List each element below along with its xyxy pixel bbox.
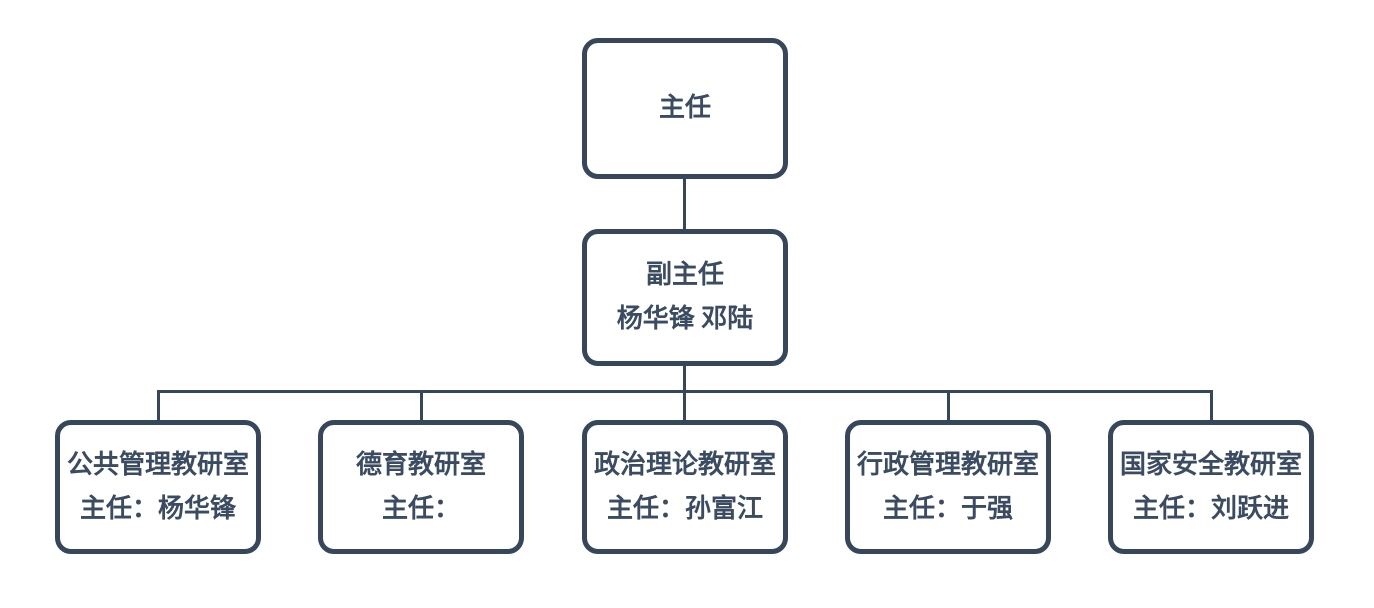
node-director: 主任	[582, 38, 788, 179]
dept-title: 行政管理教研室	[856, 449, 1039, 479]
node-moral-education-office: 德育教研室 主任：	[318, 420, 524, 554]
connector-drop-moral-education	[420, 390, 423, 421]
connector-drop-administrative-management	[947, 390, 950, 421]
connector-director-deputy	[683, 179, 686, 229]
dept-head: 主任：孙富江	[606, 493, 763, 523]
connector-horizontal-bus	[157, 390, 1213, 393]
dept-head: 主任：杨华锋	[79, 493, 236, 523]
dept-title: 政治理论教研室	[593, 449, 776, 479]
connector-deputy-bus	[683, 366, 686, 421]
dept-title: 德育教研室	[355, 449, 486, 479]
dept-head: 主任：刘跃进	[1132, 493, 1289, 523]
node-national-security-office: 国家安全教研室 主任：刘跃进	[1108, 420, 1314, 554]
node-public-management-office: 公共管理教研室 主任：杨华锋	[55, 420, 261, 554]
node-political-theory-office: 政治理论教研室 主任：孙富江	[582, 420, 788, 554]
dept-head: 主任：于强	[882, 493, 1013, 523]
dept-title: 公共管理教研室	[66, 449, 249, 479]
node-deputy-director: 副主任 杨华锋 邓陆	[582, 229, 788, 366]
deputy-names: 杨华锋 邓陆	[616, 304, 754, 333]
director-title: 主任	[658, 93, 711, 123]
connector-drop-public-management	[157, 390, 160, 421]
deputy-title: 副主任	[645, 260, 724, 290]
connector-drop-national-security	[1210, 390, 1213, 421]
dept-title: 国家安全教研室	[1119, 449, 1302, 479]
node-administrative-management-office: 行政管理教研室 主任：于强	[845, 420, 1051, 554]
dept-head: 主任：	[381, 493, 460, 523]
